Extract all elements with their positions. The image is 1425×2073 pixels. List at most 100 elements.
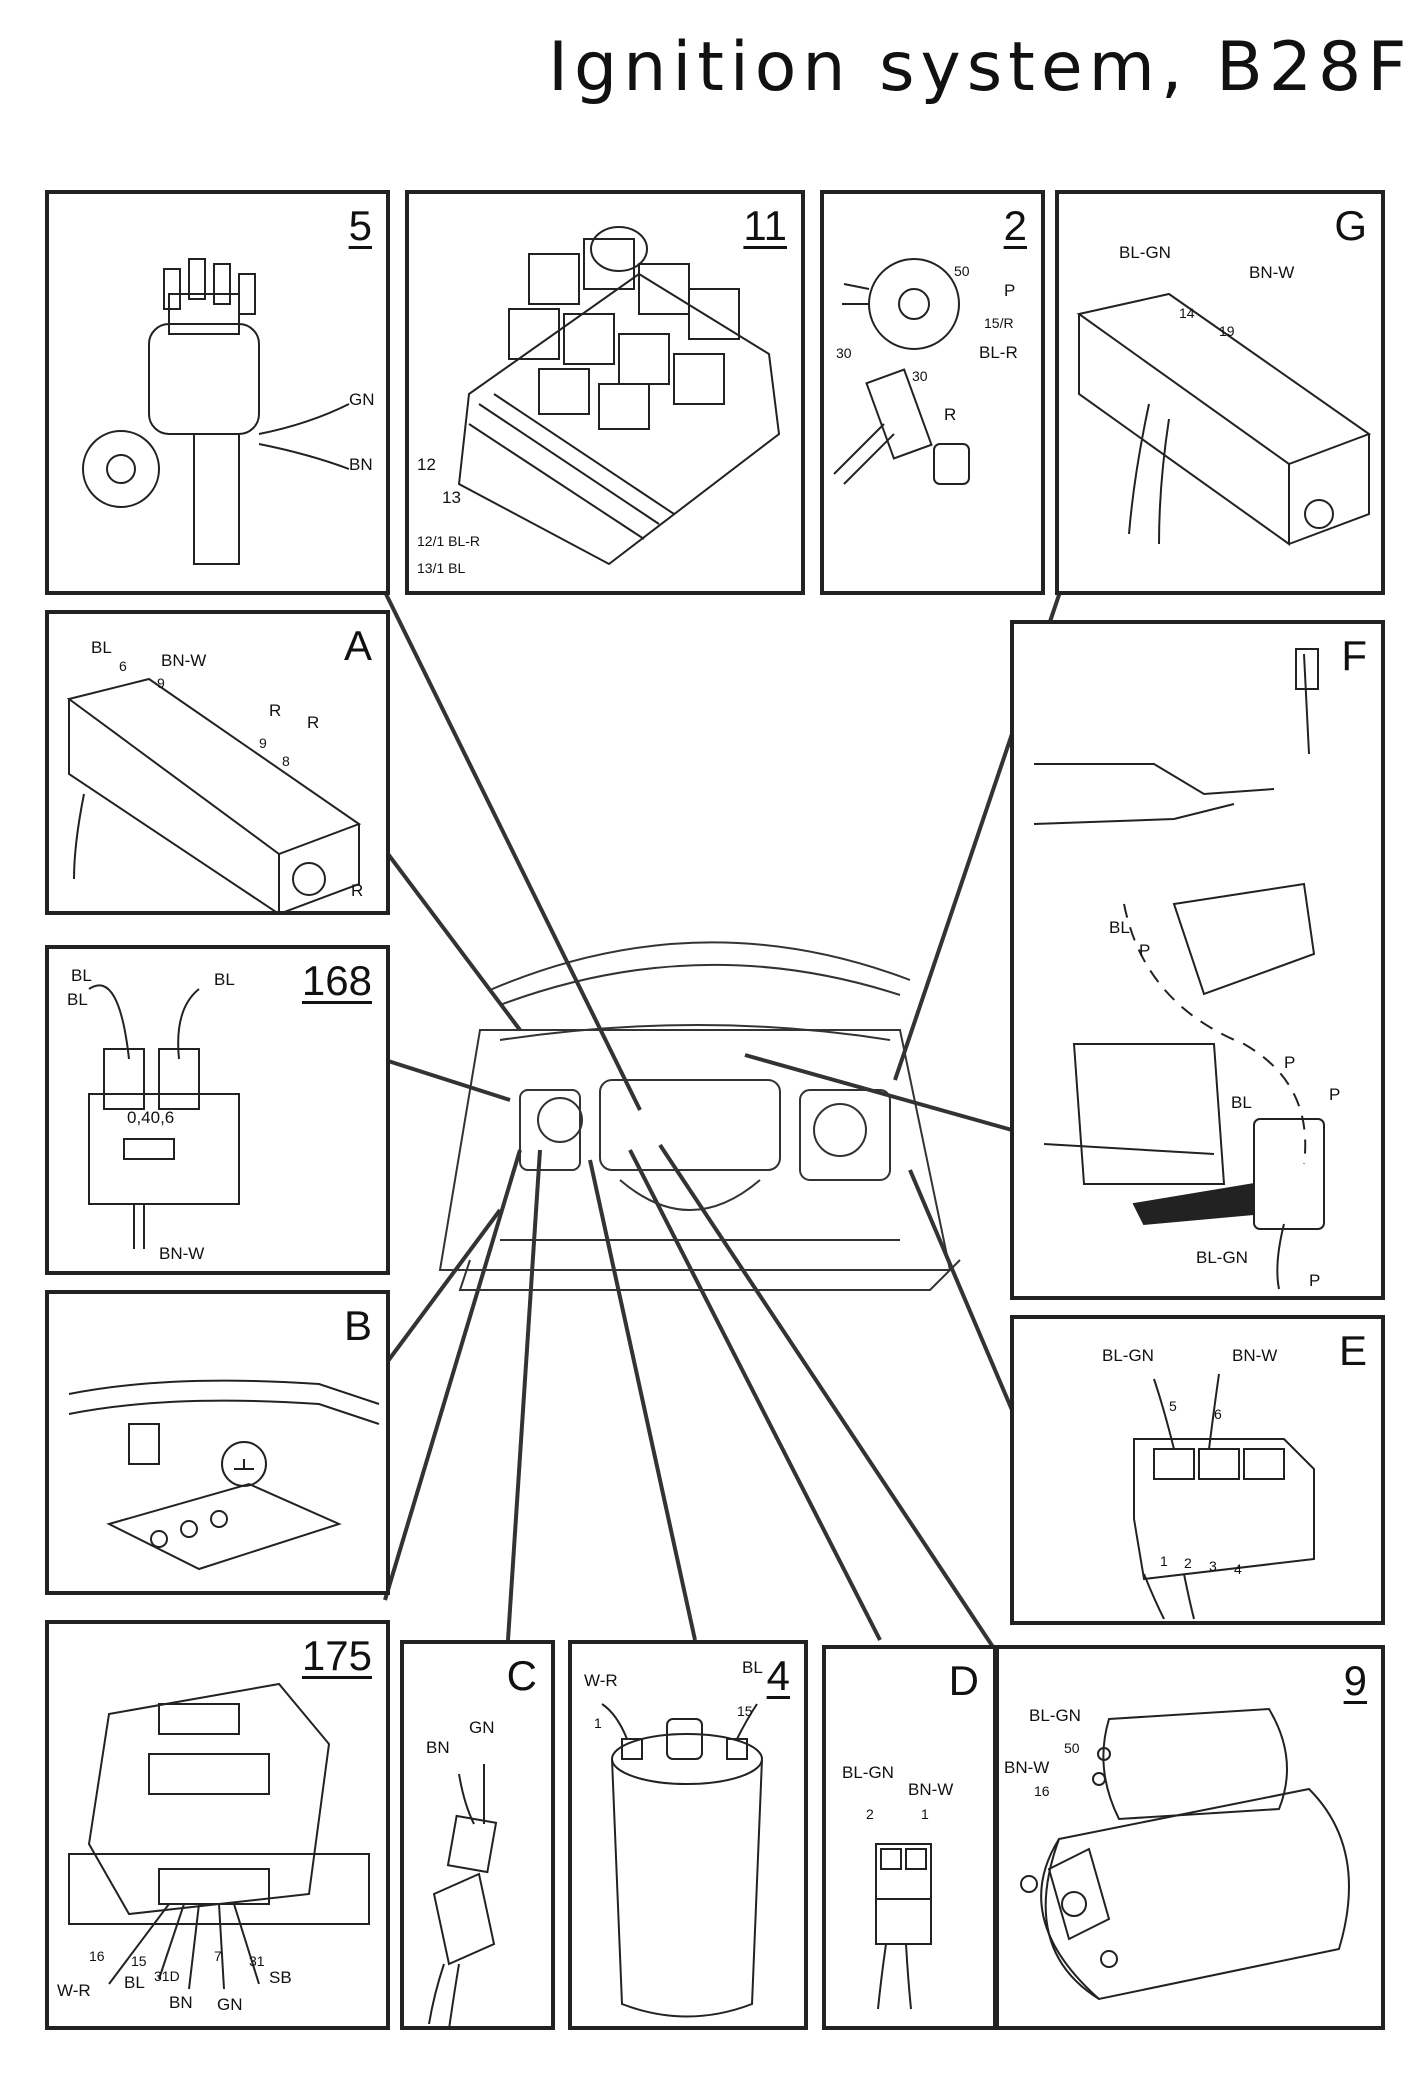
label-12-1: 12/1 BL-R (417, 533, 481, 549)
panel-id: 175 (301, 1632, 372, 1679)
panel-e-connector: E BL-GN BN-W 5 6 1 2 3 4 (1010, 1315, 1385, 1625)
label-bl-1: BL (71, 966, 92, 985)
panel-a-connector: A BL 6 BN-W 9 R R 9 8 R (45, 610, 390, 915)
label-bl-gn: BL-GN (1196, 1248, 1248, 1267)
panel-id: 2 (1003, 202, 1027, 249)
engine-bay-sketch (438, 941, 961, 1291)
label-50: 50 (954, 263, 970, 279)
panel-id: B (343, 1302, 372, 1349)
label-16: 16 (89, 1948, 105, 1964)
label-w-r: W-R (584, 1671, 618, 1690)
label-8: 8 (282, 753, 290, 769)
panel-id: A (343, 622, 372, 669)
label-50: 50 (1064, 1740, 1080, 1756)
label-p-2: P (1284, 1053, 1296, 1072)
label-13-1: 13/1 BL (417, 560, 466, 576)
label-gn: GN (349, 390, 375, 409)
panel-g-connector: G BL-GN BN-W 14 19 (1055, 190, 1385, 595)
connector-d-drawing (875, 1843, 932, 2010)
label-p: P (1004, 281, 1016, 300)
label-bn: BN (349, 455, 373, 474)
label-bn: BN (169, 1993, 193, 2012)
label-30-left: 30 (836, 345, 852, 361)
label-31: 31 (249, 1953, 265, 1969)
label-bl: BL (742, 1658, 763, 1677)
label-7: 7 (214, 1948, 222, 1964)
label-bn-w: BN-W (159, 1244, 205, 1263)
label-r: R (944, 405, 957, 424)
label-bl-gn: BL-GN (1102, 1346, 1154, 1365)
panel-2-ignition-switch: 2 50 P 30 15/R BL-R 30 R (820, 190, 1045, 595)
ground-point-drawing (68, 1379, 380, 1571)
label-5: 5 (1169, 1398, 1177, 1414)
label-bl: BL (91, 638, 112, 657)
ignition-coil-drawing (601, 1703, 763, 2018)
label-14: 14 (1179, 305, 1195, 321)
panel-id: 168 (301, 957, 372, 1004)
label-pin-4: 4 (1234, 1561, 1242, 1577)
label-sb: SB (269, 1968, 292, 1987)
panel-id: G (1334, 202, 1367, 249)
panel-id: D (948, 1657, 979, 1704)
connector-e-drawing (1133, 1373, 1315, 1620)
label-gn: GN (217, 1995, 243, 2014)
panel-d-connector: D BL-GN 2 BN-W 1 (822, 1645, 997, 2030)
label-bl-r: BL-R (979, 343, 1018, 362)
relay-box-drawing (457, 226, 781, 566)
panel-168-resistor: 168 BL BL BL 0,40,6 BN-W (45, 945, 390, 1275)
panel-11-relay-box: 11 12 13 12/1 BL-R 13/1 BL (405, 190, 805, 595)
panel-id: 4 (766, 1652, 790, 1699)
label-30-right: 30 (912, 368, 928, 384)
connector-a-drawing (66, 677, 362, 911)
panel-id: C (506, 1652, 537, 1699)
label-1: 1 (921, 1806, 929, 1822)
label-9-top: 9 (157, 675, 165, 691)
label-pin-3: 3 (1209, 1558, 1217, 1574)
label-15: 15 (131, 1953, 147, 1969)
label-15: 15 (737, 1703, 753, 1719)
label-12: 12 (417, 455, 436, 474)
label-1: 1 (594, 1715, 602, 1731)
panel-id: 5 (348, 202, 372, 249)
label-bn-w: BN-W (1004, 1758, 1050, 1777)
label-p-3: P (1329, 1085, 1341, 1104)
panel-c-connector: C BN GN (400, 1640, 555, 2030)
label-p-4: P (1309, 1271, 1321, 1290)
connector-c-drawing (428, 1763, 498, 2026)
label-16: 16 (1034, 1783, 1050, 1799)
resistor-drawing (88, 984, 240, 1249)
label-r-3: R (351, 881, 364, 900)
label-value: 0,40,6 (127, 1108, 175, 1127)
connector-g-drawing (1076, 292, 1372, 546)
label-gn: GN (469, 1718, 495, 1737)
label-bl: BL (124, 1973, 145, 1992)
label-2: 2 (866, 1806, 874, 1822)
ignition-switch-drawing (833, 258, 970, 485)
label-bl-gn: BL-GN (1029, 1706, 1081, 1725)
label-pin-1: 1 (1160, 1553, 1168, 1569)
gear-selector-drawing (1033, 648, 1325, 1290)
control-unit-drawing (68, 1682, 370, 1990)
label-6: 6 (119, 658, 127, 674)
label-bl-3: BL (214, 970, 235, 989)
label-p-1: P (1139, 941, 1151, 960)
label-bn-w: BN-W (1232, 1346, 1278, 1365)
label-bn-w: BN-W (908, 1780, 954, 1799)
label-19: 19 (1219, 323, 1235, 339)
panel-175-control-unit: 175 16 15 31D 7 31 W-R BL BN GN SB (45, 1620, 390, 2030)
panel-id: F (1341, 632, 1367, 679)
label-bl-2: BL (1231, 1093, 1252, 1112)
panel-9-starter-motor: 9 BL-GN 50 BN-W 16 (995, 1645, 1385, 2030)
label-15r: 15/R (984, 315, 1014, 331)
label-bn: BN (426, 1738, 450, 1757)
label-9: 9 (259, 735, 267, 751)
panel-4-ignition-coil: 4 W-R BL 1 15 (568, 1640, 808, 2030)
label-bl-gn: BL-GN (1119, 243, 1171, 262)
panel-id: E (1338, 1327, 1367, 1374)
label-r-2: R (307, 713, 320, 732)
label-bn-w: BN-W (161, 651, 207, 670)
panel-5-distributor: 5 GN BN (45, 190, 390, 595)
label-13: 13 (442, 488, 461, 507)
distributor-drawing (82, 258, 350, 565)
